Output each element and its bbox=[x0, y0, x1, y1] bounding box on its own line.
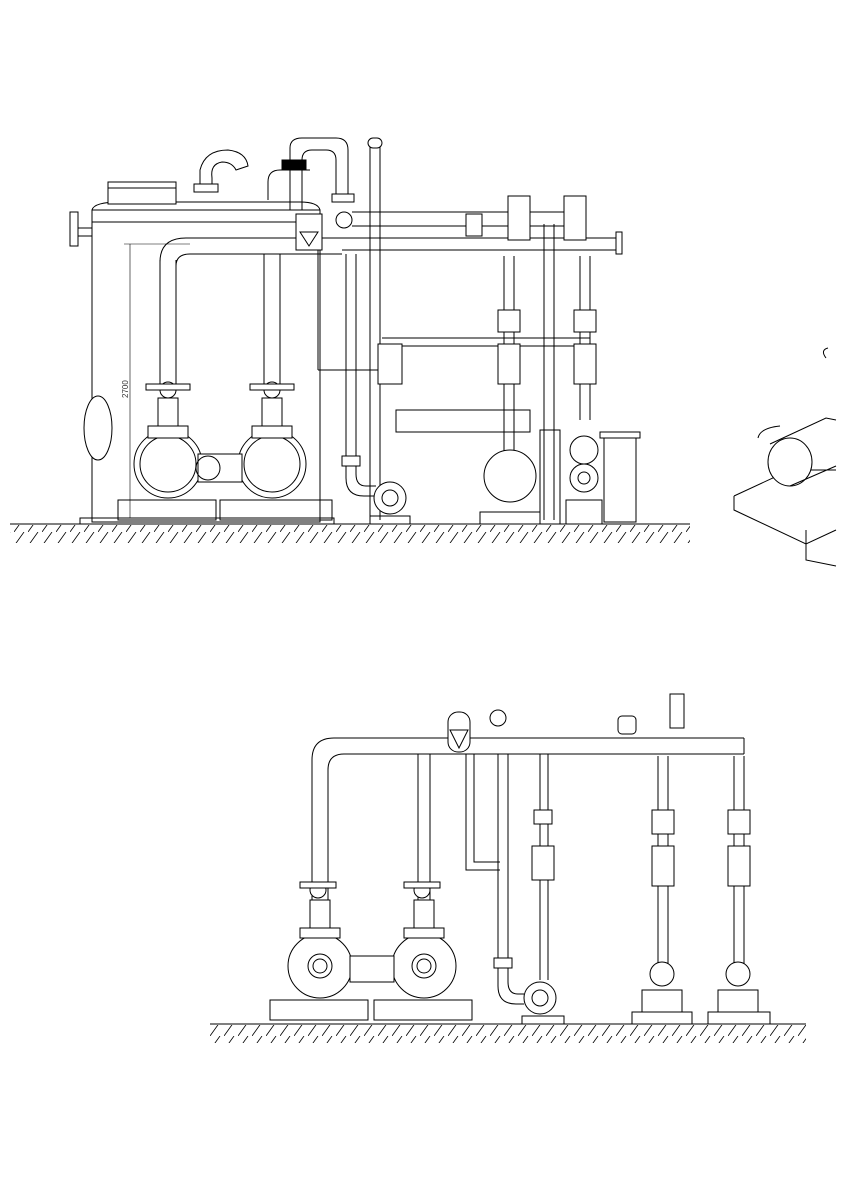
vertical-pump-1 bbox=[479, 195, 541, 525]
dimension-label: 2700 bbox=[121, 380, 130, 398]
bottom-main-pump-right bbox=[349, 881, 473, 1021]
main-header-pipe bbox=[159, 213, 623, 280]
bottom-vertical-pump-1 bbox=[631, 756, 693, 1025]
middle-manifold bbox=[317, 250, 590, 433]
height-dimension: 2700 bbox=[121, 243, 190, 518]
aux-pump bbox=[341, 254, 411, 525]
bottom-elevation bbox=[210, 693, 806, 1043]
bottom-header-pipe bbox=[311, 693, 745, 900]
main-pump-right bbox=[195, 254, 333, 521]
bottom-aux-pump bbox=[465, 754, 565, 1025]
upper-return-pipe bbox=[267, 137, 580, 520]
ground-line-top bbox=[10, 523, 690, 543]
main-pump-left bbox=[117, 260, 217, 521]
bottom-vertical-pump-2 bbox=[707, 756, 771, 1025]
storage-tank bbox=[69, 149, 335, 525]
ground-line-bottom bbox=[210, 1023, 806, 1043]
vertical-pump-2 bbox=[539, 195, 641, 525]
isometric-detail bbox=[733, 347, 837, 567]
bottom-main-pump-left bbox=[269, 881, 369, 1021]
top-elevation: 2700 bbox=[10, 137, 837, 567]
